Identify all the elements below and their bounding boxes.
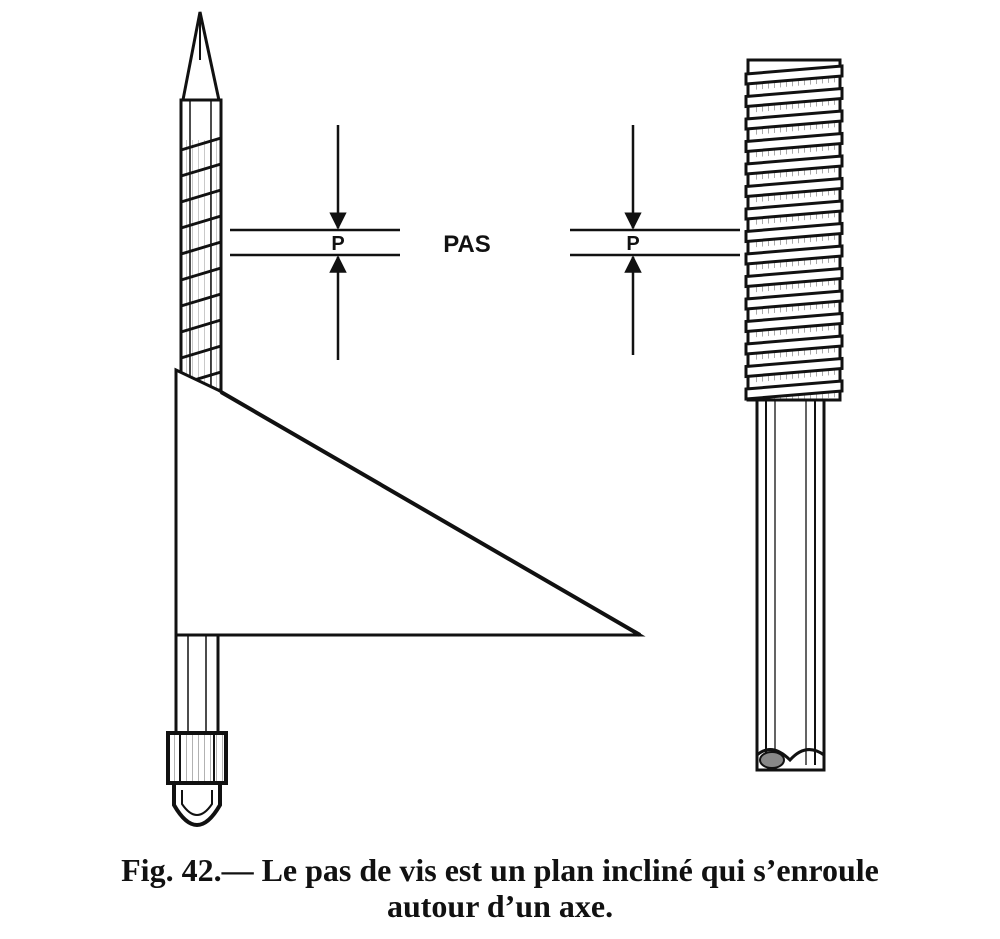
thread-groove <box>752 346 838 360</box>
thread-groove <box>752 98 838 113</box>
thread-ridge <box>744 221 844 244</box>
thread-ridge <box>744 154 844 176</box>
pencil-eraser <box>172 781 222 827</box>
pencil-body-lower <box>174 633 220 737</box>
thread-groove <box>752 233 838 248</box>
caption-line-2: autour d’un axe. <box>386 888 614 924</box>
thread-ridge <box>744 379 844 401</box>
thread-ridge <box>744 109 844 131</box>
pitch-dimension: P PAS P <box>230 125 740 360</box>
thread-groove <box>752 368 838 383</box>
thread-ridge <box>744 244 844 266</box>
thread-groove <box>752 323 838 338</box>
pitch-symbol-right: P <box>626 233 639 255</box>
thread-ridge <box>744 131 844 154</box>
thread-groove <box>752 278 838 293</box>
thread-groove <box>752 301 838 315</box>
thread-ridge <box>744 176 844 199</box>
screw-shank <box>755 398 826 772</box>
thread-ridge <box>744 64 844 86</box>
pitch-symbol-left: P <box>331 233 344 255</box>
thread-ridge <box>744 289 844 311</box>
thread-ridge <box>744 199 844 221</box>
pencil-with-triangle <box>166 11 646 827</box>
thread-groove <box>752 188 838 203</box>
thread-ridge <box>744 86 844 109</box>
thread-ridge <box>744 266 844 289</box>
thread-groove <box>752 76 838 90</box>
threaded-screw <box>744 58 844 772</box>
thread-ridge <box>744 334 844 356</box>
screw-threads <box>744 64 844 405</box>
thread-ridge <box>744 311 844 334</box>
caption-line-1: Fig. 42.— Le pas de vis est un plan incl… <box>121 852 879 888</box>
thread-groove <box>752 211 838 225</box>
wrapped-helix-lines <box>180 136 222 390</box>
thread-groove <box>752 121 838 135</box>
figure-caption: Fig. 42.— Le pas de vis est un plan incl… <box>0 852 1000 924</box>
thread-ridge <box>744 356 844 379</box>
screw-thread-diagram: P PAS P <box>166 11 844 827</box>
thread-groove <box>752 166 838 180</box>
thread-groove <box>752 143 838 158</box>
pitch-term: PAS <box>443 231 491 258</box>
thread-groove <box>752 256 838 270</box>
